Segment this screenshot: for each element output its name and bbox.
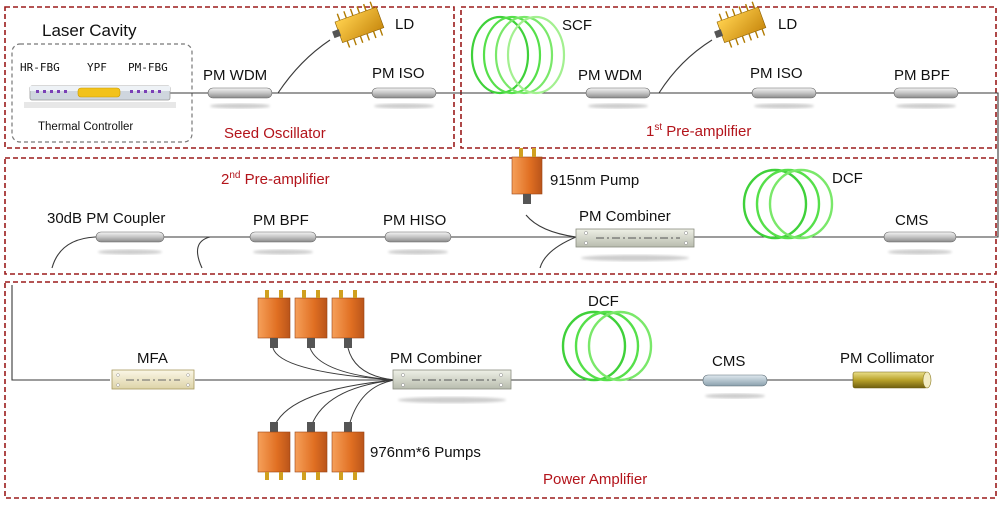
power-amplifier-box [4, 281, 997, 499]
pm-bpf-2-label: PM BPF [253, 212, 309, 229]
laser-cavity-label: Laser Cavity [42, 21, 137, 40]
dcf-1-label: DCF [832, 170, 863, 187]
ypf-label: YPF [87, 61, 107, 74]
pm-hiso-label: PM HISO [383, 212, 447, 229]
pre-amplifier-1-sup: st [654, 122, 663, 133]
pump-915 [511, 148, 543, 204]
pm-collimator-label: PM Collimator [840, 350, 935, 367]
mfa [111, 369, 195, 390]
seed-oscillator-box [4, 6, 455, 149]
hr-fbg-label: HR-FBG [20, 61, 60, 74]
pm-collimator [852, 371, 932, 389]
dcf-2-label: DCF [588, 293, 619, 310]
ld-package-2 [714, 1, 767, 48]
pm-iso-1-label: PM ISO [372, 65, 425, 82]
scf-label: SCF [562, 17, 592, 34]
ld-1-label: LD [395, 16, 415, 33]
mfa-label: MFA [137, 350, 168, 367]
pump-976-top [257, 290, 365, 348]
ld-2-label: LD [778, 16, 798, 33]
pre-amplifier-2-box [4, 157, 997, 275]
dcf-coil-1 [742, 168, 834, 240]
pump-976-bottom [257, 422, 365, 480]
pm-combiner-2-label: PM Combiner [390, 350, 482, 367]
pre-amplifier-2-label: 2nd Pre-amplifier [221, 170, 330, 188]
pm-hiso [384, 231, 452, 255]
pm-combiner-2 [392, 369, 512, 403]
thermal-controller-label: Thermal Controller [38, 121, 134, 133]
pump-915-label: 915nm Pump [550, 172, 640, 189]
pm-bpf-2 [249, 231, 317, 255]
pump-fibers [272, 347, 396, 431]
cms-2-label: CMS [712, 353, 746, 370]
pm-combiner-1 [575, 228, 695, 261]
section-borders [4, 6, 997, 499]
laser-cavity-fiber [24, 85, 176, 108]
pm-combiner-1-label: PM Combiner [579, 208, 671, 225]
fiber-paths [11, 39, 999, 381]
pm-wdm-2 [585, 87, 651, 109]
cms-1-label: CMS [895, 212, 929, 229]
pre-amplifier-1-label: 1st Pre-amplifier [646, 122, 752, 140]
pumps-976-label: 976nm*6 Pumps [370, 444, 481, 461]
ld-package-1 [332, 1, 385, 48]
pm-bpf-1 [893, 87, 959, 109]
seed-oscillator-label: Seed Oscillator [224, 125, 326, 142]
pm-wdm-1-label: PM WDM [203, 67, 268, 84]
pm-wdm-2-label: PM WDM [578, 67, 643, 84]
pm-fbg-label: PM-FBG [128, 61, 168, 74]
pm-iso-2 [751, 87, 817, 109]
coupler-label: 30dB PM Coupler [47, 210, 166, 227]
dcf-coil-2 [561, 310, 653, 382]
pre-amplifier-1-box [460, 6, 997, 149]
pm-bpf-1-label: PM BPF [894, 67, 950, 84]
cms-2 [702, 374, 768, 399]
pre-amplifier-2-sup: nd [229, 170, 241, 181]
pm-iso-1 [371, 87, 437, 109]
pm-wdm-1 [207, 87, 273, 109]
pm-coupler [95, 231, 165, 255]
scf-coil [470, 15, 566, 95]
power-amplifier-label: Power Amplifier [543, 471, 648, 488]
pm-iso-2-label: PM ISO [750, 65, 803, 82]
cms-1 [883, 231, 957, 255]
